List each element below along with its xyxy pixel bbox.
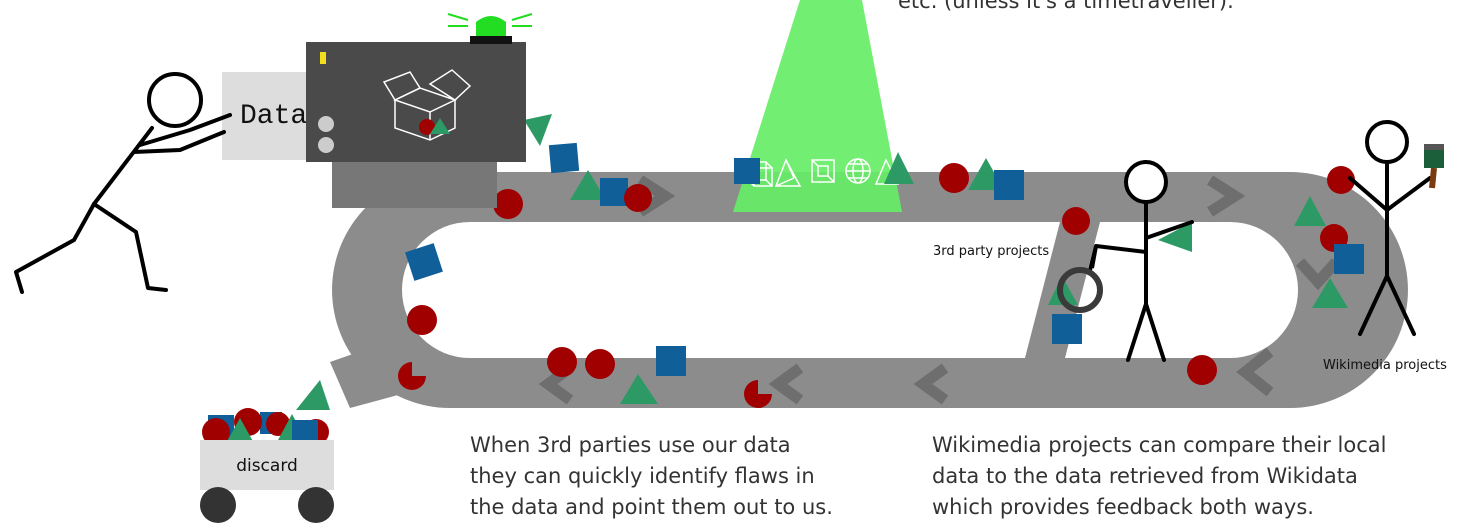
blue-square-item xyxy=(1052,314,1082,344)
discard-label: discard xyxy=(236,456,298,476)
magnifier-icon xyxy=(1057,245,1103,313)
blue-square-item xyxy=(734,158,760,184)
text-line: they can quickly identify flaws in xyxy=(470,464,815,488)
wire-sphere-icon xyxy=(845,158,871,184)
blue-square-item xyxy=(1334,244,1364,274)
red-circle-item xyxy=(744,380,772,408)
green-triangle-item xyxy=(1158,222,1192,252)
red-circle-item xyxy=(1062,207,1090,235)
chevron-right-icon xyxy=(1207,175,1246,217)
third-party-label: 3rd party projects xyxy=(933,244,1050,259)
machine-knob xyxy=(318,116,334,132)
red-circle-item xyxy=(939,163,969,193)
discard-chute xyxy=(330,348,398,408)
red-circle-item xyxy=(1187,355,1217,385)
blue-square-item xyxy=(405,243,443,281)
warning-tag-icon xyxy=(320,52,326,64)
green-triangle-item xyxy=(570,170,606,200)
chevron-left-icon xyxy=(913,363,949,405)
wire-pyramid-icon xyxy=(774,158,802,187)
text-line: When 3rd parties use our data xyxy=(470,433,791,457)
discard-cart xyxy=(200,408,334,523)
chevron-left-icon xyxy=(768,363,804,405)
text-line: Wikimedia projects can compare their loc… xyxy=(932,433,1387,457)
wire-box-icon xyxy=(811,159,835,183)
paintbrush-icon xyxy=(1424,144,1444,189)
alarm-base xyxy=(470,36,512,44)
conveyor-belt xyxy=(332,172,1408,408)
third-party-description: When 3rd parties use our data they can q… xyxy=(470,430,833,523)
blue-square-item xyxy=(600,178,628,206)
belt-items xyxy=(296,114,1364,410)
green-triangle-item xyxy=(1294,196,1326,226)
wikimedia-description: Wikimedia projects can compare their loc… xyxy=(932,430,1386,523)
green-triangle-item xyxy=(884,152,914,184)
chevron-left-icon xyxy=(1236,347,1274,397)
text-line: data to the data retrieved from Wikidata xyxy=(932,464,1358,488)
stick-figure-pusher xyxy=(14,72,232,294)
red-circle-item xyxy=(398,362,426,390)
red-circle-item xyxy=(585,349,615,379)
top-caption-fragment: etc. (unless it's a timetraveller). xyxy=(898,0,1234,13)
chevron-down-icon xyxy=(1295,258,1341,291)
green-triangle-item xyxy=(620,374,658,404)
blue-square-item xyxy=(548,142,580,174)
red-circle-item xyxy=(547,347,577,377)
stick-figure-painter xyxy=(1348,120,1432,336)
red-circle-item xyxy=(1327,166,1355,194)
red-circle-item xyxy=(407,305,437,335)
data-box-label: Data xyxy=(240,101,308,132)
open-box-icon xyxy=(382,69,472,141)
belt-direction-chevrons xyxy=(538,175,1341,405)
data-machine xyxy=(222,13,533,208)
alarm-light-icon xyxy=(476,16,506,36)
red-circle-item xyxy=(624,184,652,212)
green-triangle-item xyxy=(296,380,330,410)
green-triangle-item xyxy=(1312,278,1348,308)
machine-knob xyxy=(318,137,334,153)
green-triangle-item xyxy=(524,114,552,146)
text-line: the data and point them out to us. xyxy=(470,495,833,519)
blue-square-item xyxy=(656,346,686,376)
text-line: which provides feedback both ways. xyxy=(932,495,1314,519)
wikimedia-label: Wikimedia projects xyxy=(1323,358,1447,373)
blue-square-item xyxy=(994,170,1024,200)
red-circle-item xyxy=(493,189,523,219)
